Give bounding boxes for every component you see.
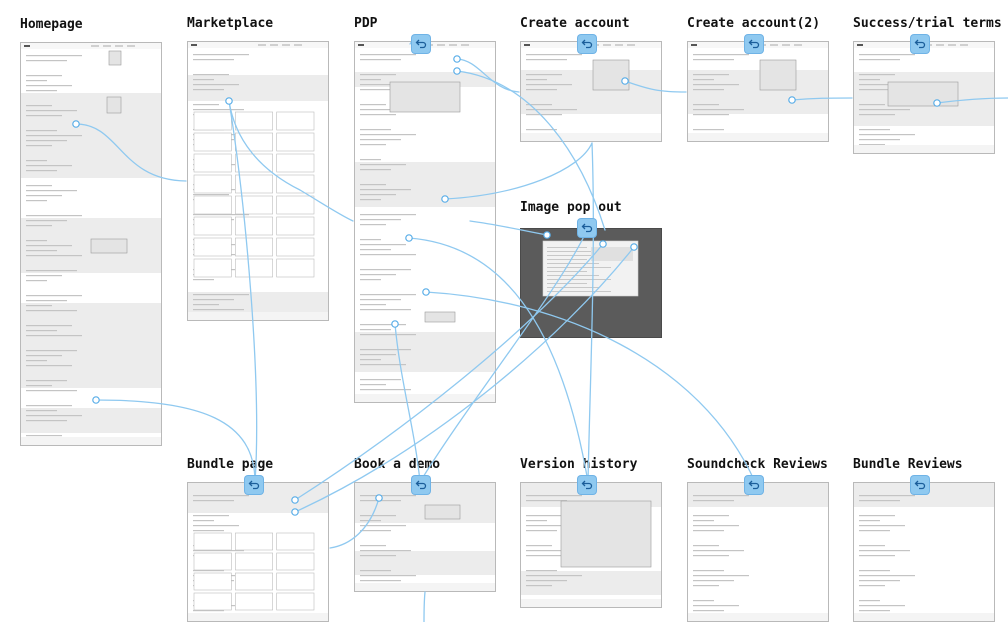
- wireframe-thumbnail: [355, 483, 495, 591]
- hotspot-dot-icon[interactable]: [422, 288, 430, 296]
- hotspot-dot-icon[interactable]: [788, 96, 796, 104]
- hotspot-dot-icon[interactable]: [543, 231, 551, 239]
- link-image-pop-out-back-3: [294, 246, 635, 513]
- screen-title-success-trial-terms: Success/trial terms: [853, 16, 1002, 31]
- screen-title-create-account: Create account: [520, 16, 630, 31]
- back-arrow-icon[interactable]: [745, 476, 763, 494]
- wireframe-thumbnail: [188, 42, 328, 320]
- link-image-pop-out-back-2: [294, 243, 604, 501]
- image-modal-preview: [521, 229, 661, 337]
- link-pdp-to-version-history: [408, 237, 589, 483]
- screen-title-version-history: Version history: [520, 457, 638, 472]
- hotspot-dot-icon[interactable]: [933, 99, 941, 107]
- back-arrow-icon[interactable]: [578, 219, 596, 237]
- hotspot-dot-icon[interactable]: [441, 195, 449, 203]
- link-marketplace-to-pdp: [228, 100, 354, 222]
- link-image-pop-out-back-1: [419, 227, 589, 483]
- link-create-account-2-to-success: [791, 97, 853, 101]
- link-pdp-bottom-to-book-a-demo: [394, 323, 421, 483]
- screen-title-marketplace: Marketplace: [187, 16, 274, 31]
- link-pdp-to-image-pop-out: [456, 70, 606, 231]
- link-marketplace-to-bundle-page: [228, 100, 258, 483]
- back-arrow-icon[interactable]: [412, 476, 430, 494]
- link-success-offscreen: [936, 97, 1008, 104]
- hotspot-dot-icon[interactable]: [630, 243, 638, 251]
- link-image-pop-out-back-4: [469, 220, 548, 236]
- frame-version-history[interactable]: [520, 482, 662, 608]
- hotspot-dot-icon[interactable]: [92, 396, 100, 404]
- hotspot-dot-icon[interactable]: [453, 67, 461, 75]
- wireframe-thumbnail: [521, 483, 661, 607]
- hotspot-dot-icon[interactable]: [621, 77, 629, 85]
- back-arrow-icon[interactable]: [412, 35, 430, 53]
- link-homepage-to-bundle-page: [95, 399, 256, 483]
- link-book-demo-bottom: [423, 591, 426, 622]
- back-arrow-icon[interactable]: [578, 476, 596, 494]
- link-pdp-to-soundcheck-reviews: [425, 291, 756, 483]
- back-arrow-icon[interactable]: [911, 35, 929, 53]
- back-arrow-icon[interactable]: [745, 35, 763, 53]
- screen-title-bundle-reviews: Bundle Reviews: [853, 457, 963, 472]
- frame-marketplace[interactable]: [187, 41, 329, 321]
- screen-title-pdp: PDP: [354, 16, 378, 31]
- link-version-back-to-pdp: [587, 142, 594, 483]
- frame-homepage[interactable]: [20, 42, 162, 446]
- wireframe-thumbnail: [21, 43, 161, 445]
- link-create-account-to-create-account-2: [624, 80, 687, 93]
- screen-title-homepage: Homepage: [20, 17, 83, 32]
- hotspot-dot-icon[interactable]: [391, 320, 399, 328]
- screen-title-bundle-page: Bundle page: [187, 457, 274, 472]
- link-book-demo-to-pdp: [329, 497, 380, 549]
- back-arrow-icon[interactable]: [578, 35, 596, 53]
- link-pdp-to-create-account: [456, 58, 520, 93]
- hotspot-dot-icon[interactable]: [225, 97, 233, 105]
- frame-bundle-reviews[interactable]: [853, 482, 995, 622]
- screen-title-soundcheck-reviews: Soundcheck Reviews: [687, 457, 828, 472]
- link-pdp-to-book-a-demo: [444, 142, 593, 200]
- hotspot-dot-icon[interactable]: [72, 120, 80, 128]
- hotspot-dot-icon[interactable]: [405, 234, 413, 242]
- hotspot-dot-icon[interactable]: [375, 494, 383, 502]
- screen-title-create-account-2: Create account(2): [687, 16, 821, 31]
- hotspot-dot-icon[interactable]: [291, 508, 299, 516]
- back-arrow-icon[interactable]: [245, 476, 263, 494]
- hotspot-dot-icon[interactable]: [291, 496, 299, 504]
- hotspot-dot-icon[interactable]: [599, 240, 607, 248]
- hotspot-dot-icon[interactable]: [453, 55, 461, 63]
- link-homepage-to-marketplace: [75, 123, 187, 182]
- frame-image-pop-out[interactable]: [520, 228, 662, 338]
- back-arrow-icon[interactable]: [911, 476, 929, 494]
